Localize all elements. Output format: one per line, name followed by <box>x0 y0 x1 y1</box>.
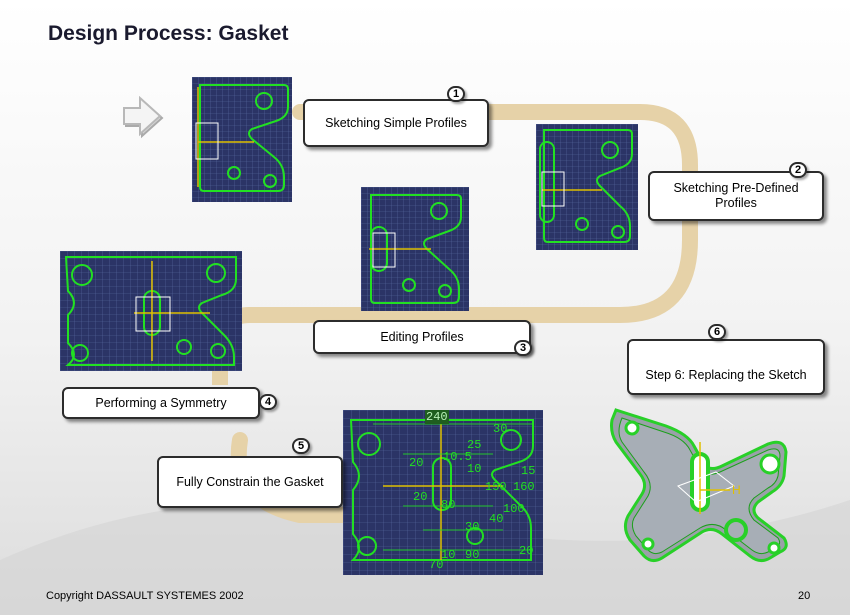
sketch-panel-simple-profiles <box>192 77 292 202</box>
dimension-label: 30 <box>493 422 508 436</box>
dimension-label: 10.5 <box>443 450 472 464</box>
dimension-label: 20 <box>409 456 424 470</box>
sketch-panel-constrained: 240 30 25 10.5 20 10 15 150 160 80 100 2… <box>343 410 543 575</box>
dimension-label: 20 <box>519 544 534 558</box>
dimension-label: 100 <box>503 502 525 516</box>
dimension-label: 70 <box>429 558 444 572</box>
dimension-label: 150 <box>485 480 507 494</box>
step-1-label-box: Sketching Simple Profiles <box>303 99 489 147</box>
sketch-panel-editing-profiles <box>361 187 469 311</box>
dimension-label: 80 <box>441 498 456 512</box>
dimension-label: 25 <box>467 438 482 452</box>
dimension-label: 10 <box>441 548 456 562</box>
dimension-label: 40 <box>489 512 504 526</box>
step-1-number: 1 <box>447 86 465 102</box>
sketch-panel-symmetry <box>60 251 242 371</box>
dimension-label: 160 <box>513 480 535 494</box>
step-5-label-box: Fully Constrain the Gasket <box>157 456 343 508</box>
page-number: 20 <box>798 590 811 602</box>
step-2-number: 2 <box>789 162 807 178</box>
dimension-label: 90 <box>465 548 480 562</box>
step-1-label: Sketching Simple Profiles <box>325 115 467 130</box>
dimension-label: 15 <box>521 464 536 478</box>
arrow-right-icon <box>123 96 164 139</box>
step-6-label-box: Step 6: Replacing the Sketch <box>627 339 825 395</box>
step-5-label: Fully Constrain the Gasket <box>176 474 324 489</box>
page-title: Design Process: Gasket <box>48 22 289 45</box>
step-6-label: Step 6: Replacing the Sketch <box>645 367 807 382</box>
dimension-label: 10 <box>467 462 482 476</box>
step-3-number: 3 <box>514 340 532 356</box>
gasket-3d-part: H <box>610 408 788 563</box>
step-4-number: 4 <box>259 394 277 410</box>
copyright-text: Copyright DASSAULT SYSTEMES 2002 <box>46 590 244 602</box>
step-6-number: 6 <box>708 324 726 340</box>
step-3-label-box: Editing Profiles <box>313 320 531 354</box>
sketch-panel-predefined-profiles <box>536 124 638 250</box>
dimension-label: 240 <box>425 410 449 424</box>
step-5-number: 5 <box>292 438 310 454</box>
step-4-label: Performing a Symmetry <box>95 395 227 410</box>
dimension-label: 20 <box>413 490 428 504</box>
step-4-label-box: Performing a Symmetry <box>62 387 260 419</box>
dimension-label: 30 <box>465 520 480 534</box>
step-2-label: Sketching Pre-Defined Profiles <box>673 181 799 210</box>
h-axis-label: H <box>732 483 741 497</box>
step-2-label-box: Sketching Pre-Defined Profiles <box>648 171 824 221</box>
step-3-label: Editing Profiles <box>380 329 464 344</box>
